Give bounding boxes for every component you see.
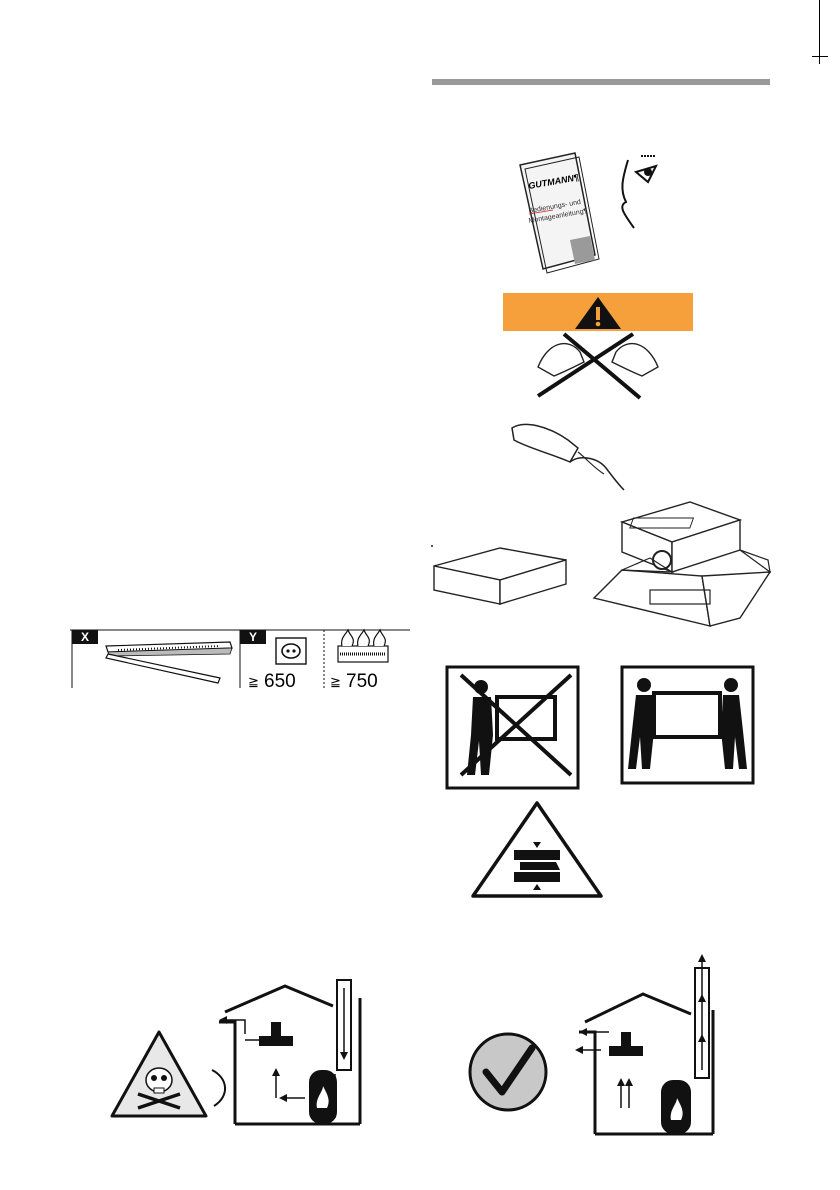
read-eye-icon [608,150,668,230]
gas-hob-icon [338,630,388,662]
hands-crossed-icon [528,332,668,402]
gas-min-distance: 750 [346,671,378,692]
no-single-carry-icon [445,665,580,790]
electric-hob-icon [276,638,306,664]
clearance-figure: X Y ≧ 650 ≧ 750 [70,628,410,690]
y-label: Y [249,630,257,644]
x-label: X [81,630,89,644]
gas-symbol: ≧ [330,674,341,689]
section-rule [432,79,770,85]
crop-mark-vertical [819,0,820,64]
warning-banner [503,293,693,333]
skull-warning-icon [108,1028,210,1120]
two-person-carry-icon [620,665,755,785]
folding-rule-icon [106,642,232,683]
arrow-curve-icon [208,1068,232,1108]
electric-symbol: ≧ [248,674,259,689]
electric-min-distance: 650 [264,671,296,692]
box-open-icon [590,500,775,628]
box-closed-icon [430,542,570,607]
crush-hazard-icon [470,800,605,900]
crop-mark-horizontal [812,56,828,57]
gloves-icon [508,418,628,493]
checkmark-icon [466,1030,550,1114]
house-good-ventilation-icon [565,950,725,1140]
